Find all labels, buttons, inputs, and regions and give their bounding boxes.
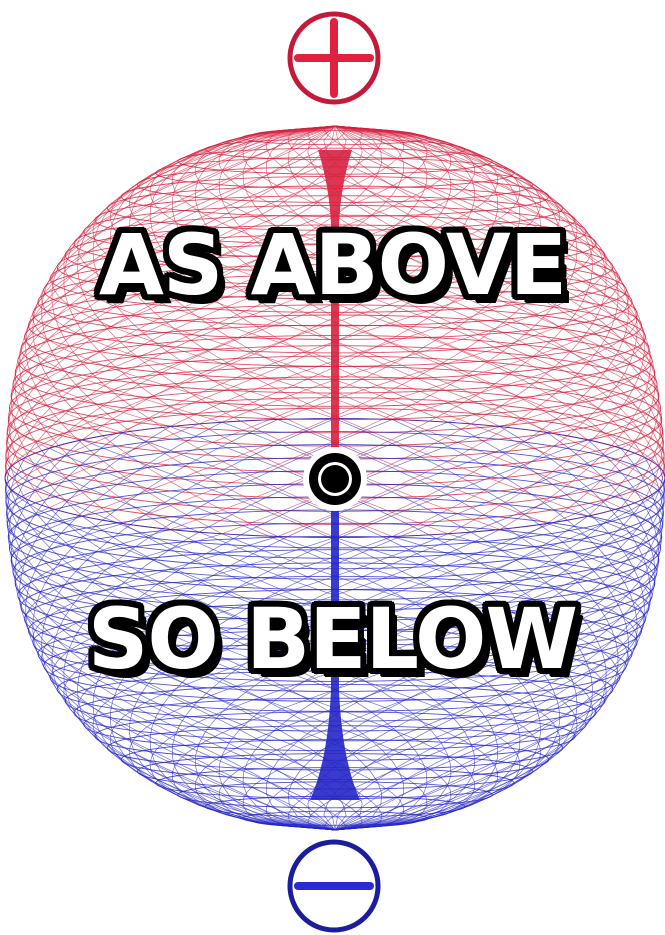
minus-sign-icon: [290, 842, 378, 930]
caption-so-below: SO BELOW: [0, 597, 665, 681]
center-dot-icon: [303, 447, 367, 511]
plus-sign-icon: [290, 14, 378, 102]
caption-as-above: AS ABOVE: [0, 223, 665, 307]
